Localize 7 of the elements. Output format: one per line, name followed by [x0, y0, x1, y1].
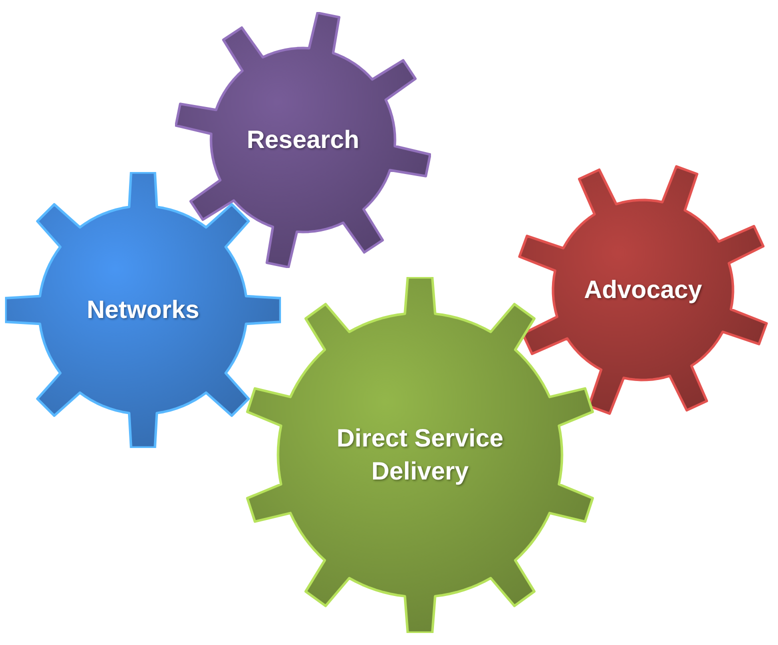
- gear-label: Direct Service Delivery: [336, 424, 504, 487]
- gear-shape: [175, 12, 431, 268]
- gear-label: Networks: [86, 294, 200, 326]
- gear-shape: [515, 162, 771, 418]
- gear-shape: [5, 172, 281, 448]
- gear-label: Research: [246, 124, 360, 156]
- gear-label: Advocacy: [582, 274, 704, 306]
